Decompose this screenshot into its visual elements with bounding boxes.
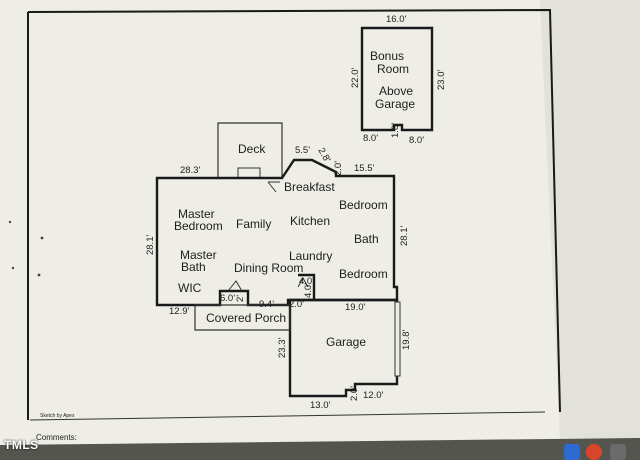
- family-label: Family: [236, 217, 271, 231]
- dim-laundry-b: 4.0': [303, 283, 314, 298]
- dim-porch-d: 2.0': [289, 299, 304, 310]
- master-bath-label-1: Master: [180, 248, 217, 262]
- garage-door: [394, 301, 401, 377]
- wic-label: WIC: [178, 281, 202, 295]
- dim-bonus-right: 23.0': [436, 70, 447, 90]
- garage-label: Garage: [326, 335, 366, 349]
- speck: [8, 220, 12, 224]
- dim-top-mid: 5.5': [295, 145, 310, 156]
- dim-garage-right: 19.8': [401, 330, 412, 350]
- comments-label: Comments:: [36, 433, 77, 442]
- kitchen-label: Kitchen: [290, 214, 330, 228]
- bath-label: Bath: [354, 232, 379, 246]
- laundry-door: [297, 276, 309, 288]
- dim-bonus-left: 22.0': [350, 68, 361, 88]
- page-border: [27, 8, 561, 413]
- door-swing: [267, 181, 280, 193]
- dim-porch-b: 2': [235, 295, 246, 302]
- master-bedroom-label-1: Master: [178, 207, 215, 221]
- bonus-label-3: Above: [379, 84, 413, 98]
- dim-bonus-bottom-mid: 1.0': [390, 123, 401, 138]
- breakfast-label: Breakfast: [284, 180, 335, 194]
- paper: [0, 0, 640, 445]
- listing-watermark: TMLS: [4, 438, 39, 452]
- dim-garage-notch: 2.0': [349, 386, 360, 401]
- master-bath-label-2: Bath: [181, 260, 206, 274]
- speck: [11, 266, 15, 270]
- laundry-label: Laundry: [289, 249, 332, 263]
- window-icon[interactable]: [610, 444, 626, 460]
- bonus-label-2: Room: [377, 62, 409, 76]
- dim-porch-a: 6.0': [220, 293, 235, 304]
- bonus-room: Bonus Room Above Garage 16.0' 22.0' 23.0…: [350, 14, 447, 146]
- dim-garage-top: 19.0': [345, 302, 365, 313]
- bedroom-upper-label: Bedroom: [339, 198, 388, 212]
- dim-garage-bottom-right: 12.0': [363, 390, 383, 401]
- speck: [40, 236, 44, 240]
- dim-porch-c: 9.4': [259, 299, 274, 310]
- dining-room-label: Dining Room: [234, 261, 303, 275]
- dim-bonus-width: 16.0': [386, 14, 406, 25]
- laundry-wall: [298, 273, 316, 300]
- deck-label: Deck: [238, 142, 266, 156]
- covered-porch-label: Covered Porch: [206, 311, 286, 325]
- dim-left-side: 28.1': [145, 235, 156, 255]
- master-bedroom-label-2: Bedroom: [174, 219, 223, 233]
- porch-door: [227, 280, 243, 292]
- house-outline: [155, 158, 399, 307]
- browser-icon[interactable]: [586, 444, 602, 460]
- garage: Garage: [288, 298, 401, 398]
- dim-bonus-bottom-right: 8.0': [409, 135, 424, 146]
- dim-laundry-a: 4.0': [299, 276, 314, 287]
- app-icon[interactable]: [564, 444, 580, 460]
- dim-step: 2.0': [333, 161, 344, 176]
- sketch-credit: Sketch by Apex: [40, 413, 75, 419]
- dim-bottom-left: 12.9': [169, 306, 189, 317]
- dim-garage-bottom: 13.0': [310, 400, 330, 411]
- footer-line: [29, 411, 546, 421]
- taskbar: [540, 442, 640, 460]
- bonus-label-1: Bonus: [370, 49, 404, 63]
- dim-top-left: 28.3': [180, 165, 200, 176]
- paper-shade: [540, 0, 640, 438]
- dim-bonus-bottom-left: 8.0': [363, 133, 378, 144]
- dim-right-side: 28.1': [399, 226, 410, 246]
- covered-porch-outline: [194, 304, 291, 331]
- bonus-label-4: Garage: [375, 97, 415, 111]
- dim-garage-left: 23.3': [277, 338, 288, 358]
- bedroom-lower-label: Bedroom: [339, 267, 388, 281]
- dim-top-right: 15.5': [354, 163, 374, 174]
- speck: [37, 273, 41, 277]
